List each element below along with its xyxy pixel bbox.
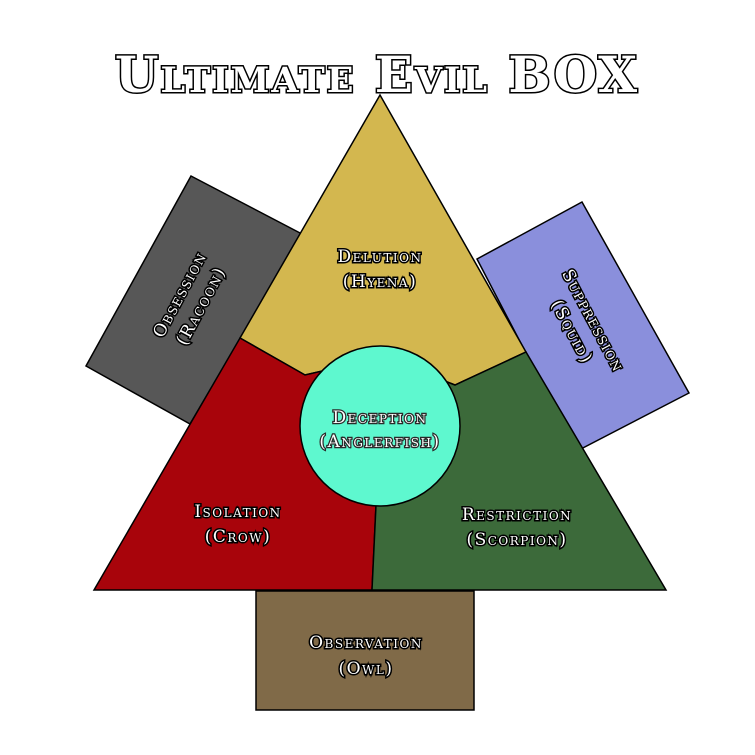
restriction-animal: (Scorpion) (466, 530, 567, 550)
delution-label: Delution (Hyena) (336, 246, 423, 294)
deception-label: Deception (Anglerfish) (318, 407, 440, 454)
diagram-title: Ultimate Evil BOX (115, 45, 639, 104)
observation-animal: (Owl) (338, 659, 393, 679)
delution-animal: (Hyena) (343, 272, 417, 292)
isolation-name: Isolation (194, 502, 281, 522)
observation-label: Observation (Owl) (308, 632, 423, 681)
restriction-label: Restriction (Scorpion) (460, 504, 572, 552)
deception-name: Deception (333, 408, 428, 428)
isolation-label: Isolation (Crow) (193, 501, 282, 549)
observation-box (255, 590, 475, 711)
observation-name: Observation (309, 633, 423, 653)
delution-name: Delution (338, 247, 423, 267)
observation-shape (255, 590, 475, 711)
deception-circle (299, 345, 461, 507)
deception-animal: (Anglerfish) (319, 432, 440, 452)
isolation-animal: (Crow) (205, 527, 271, 547)
restriction-name: Restriction (462, 505, 572, 525)
